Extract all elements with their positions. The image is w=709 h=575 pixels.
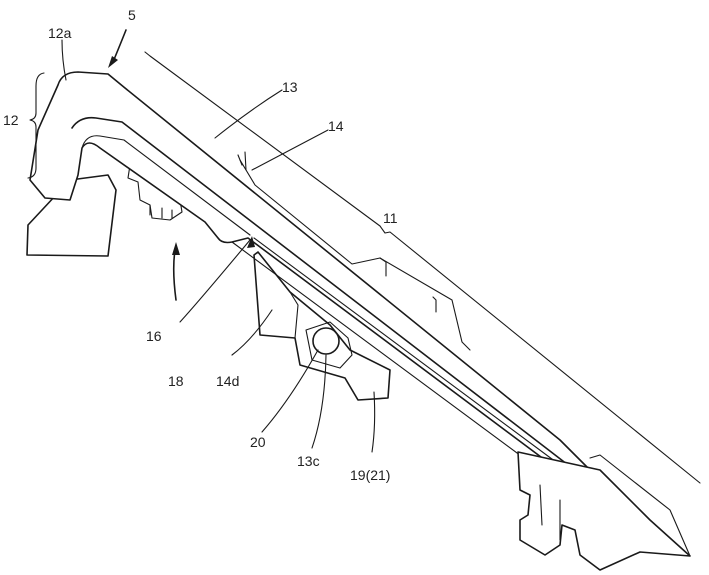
leader-1921 <box>371 391 376 453</box>
leader-14d <box>231 309 273 356</box>
label-14: 14 <box>328 118 344 134</box>
brace-11 <box>144 51 701 484</box>
leader-18 <box>179 239 251 323</box>
label-19-21: 19(21) <box>350 467 390 483</box>
rail-top-edge <box>71 116 586 479</box>
leader-12a <box>61 39 67 81</box>
label-13: 13 <box>282 79 298 95</box>
brace-12 <box>27 72 45 179</box>
label-14d: 14d <box>216 373 239 389</box>
boss-20 <box>312 327 340 355</box>
label-12: 12 <box>3 112 19 128</box>
label-12a: 12a <box>48 25 72 41</box>
leader-13 <box>214 89 283 139</box>
leader-20 <box>261 349 319 433</box>
label-16: 16 <box>146 328 162 344</box>
arrow-16 <box>172 249 177 301</box>
label-5: 5 <box>128 7 136 23</box>
leader-13c <box>311 354 327 449</box>
right-end <box>517 451 691 571</box>
label-20: 20 <box>250 434 266 450</box>
leader-14 <box>251 129 329 171</box>
label-11: 11 <box>383 210 398 226</box>
rail-13 <box>29 71 611 546</box>
label-18: 18 <box>168 373 184 389</box>
label-13c: 13c <box>297 453 320 469</box>
arrow-5 <box>112 29 127 63</box>
